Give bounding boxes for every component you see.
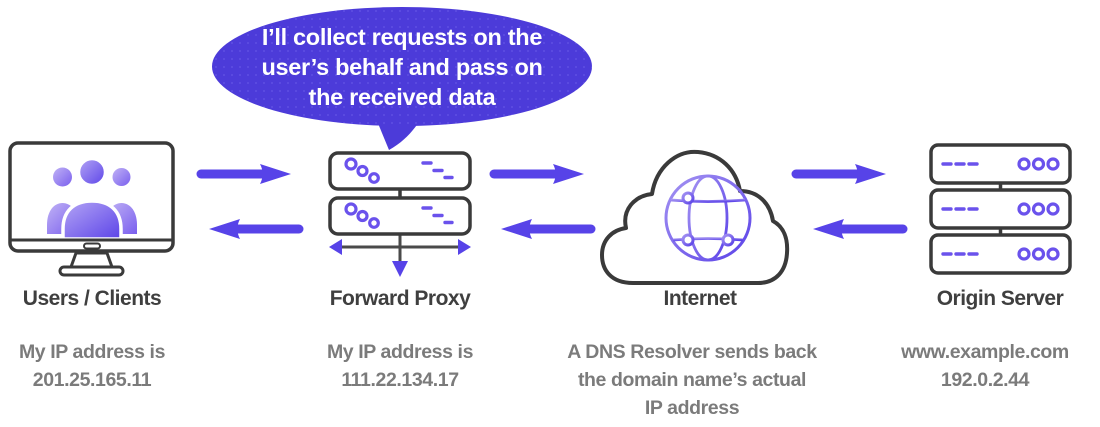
users-group-icon	[47, 156, 137, 241]
arrow-right-internet-to-origin-icon	[791, 164, 886, 184]
forward-proxy-label: Forward Proxy	[329, 287, 471, 310]
users-clients-description: My IP address is 201.25.165.11	[18, 341, 166, 391]
origin-server-description: www.example.com 192.0.2.44	[901, 341, 1069, 391]
server-stack-icon	[929, 143, 1072, 275]
internet-label: Internet	[663, 287, 737, 310]
cloud-globe-icon	[600, 149, 790, 285]
arrow-left-proxy-to-users-icon	[209, 219, 304, 239]
arrow-right-proxy-to-internet-icon	[489, 164, 584, 184]
arrow-left-internet-to-proxy-icon	[501, 219, 596, 239]
proxy-servers-icon	[328, 151, 472, 277]
forward-proxy-description: My IP address is 111.22.134.17	[326, 341, 474, 391]
arrow-right-users-to-proxy-icon	[196, 164, 291, 184]
speech-bubble-text: I’ll collect requests on the user’s beha…	[261, 23, 543, 110]
origin-server-label: Origin Server	[936, 287, 1064, 310]
speech-bubble: I’ll collect requests on the user’s beha…	[212, 7, 592, 126]
arrow-left-origin-to-internet-icon	[813, 219, 908, 239]
monitor-users-icon	[8, 141, 175, 277]
globe-icon	[653, 174, 765, 266]
internet-description: A DNS Resolver sends back the domain nam…	[567, 341, 817, 419]
users-clients-label: Users / Clients	[22, 287, 162, 310]
